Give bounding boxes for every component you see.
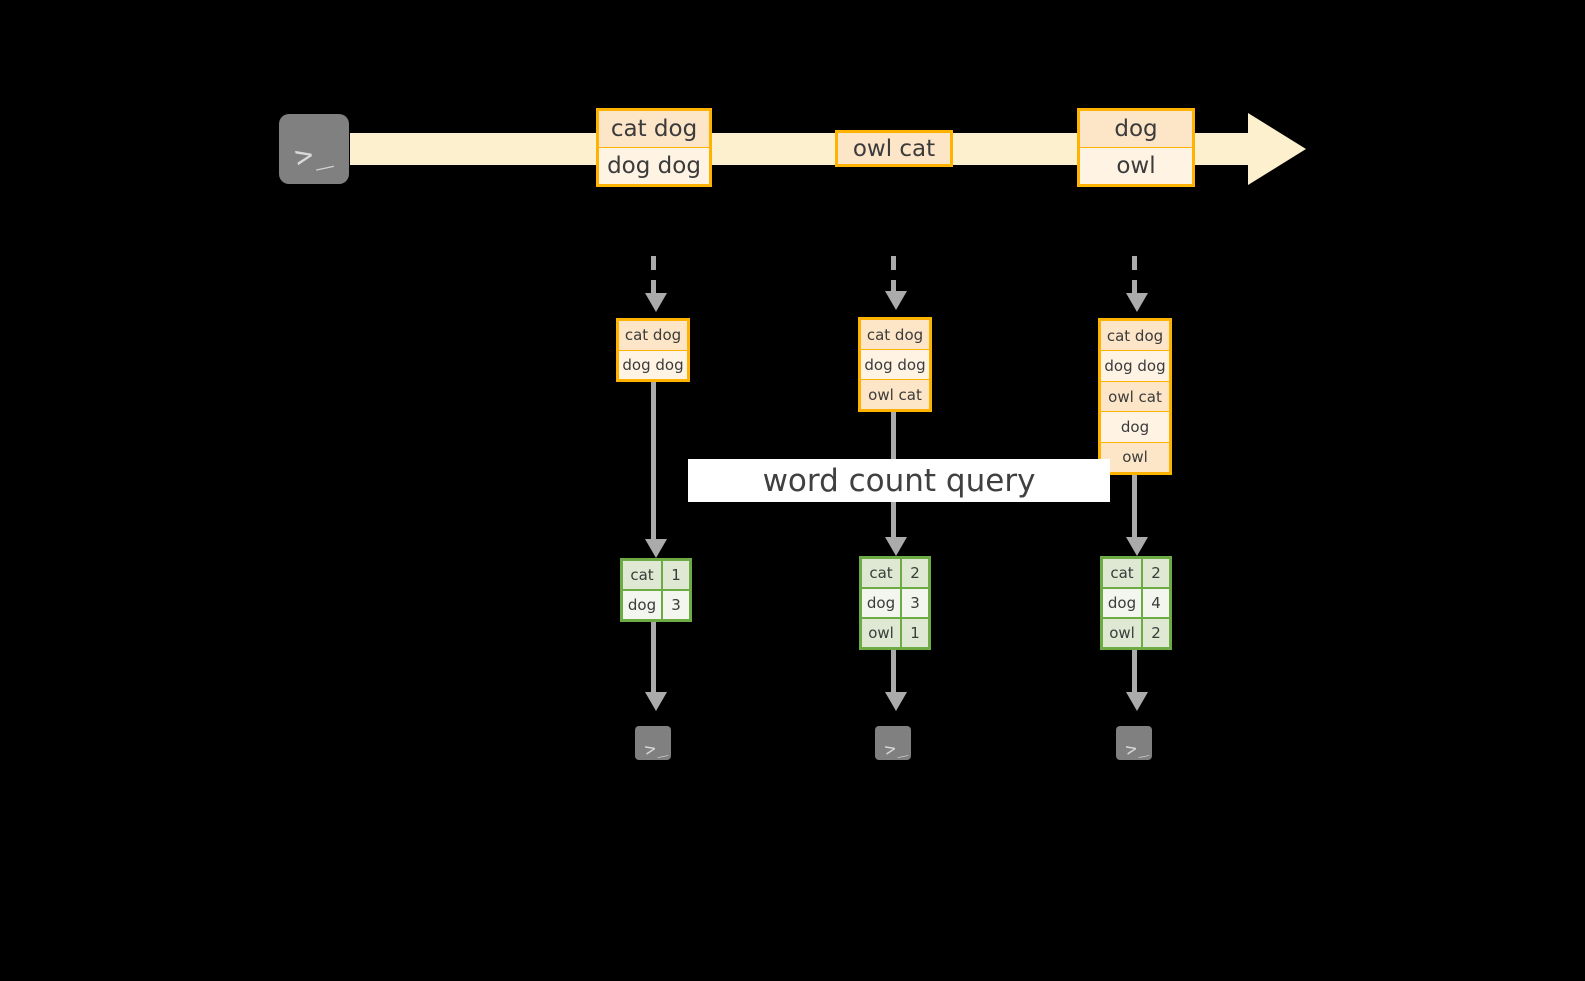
snapshot-1-query-arrowhead [645, 539, 667, 558]
result-word: owl [862, 619, 902, 647]
terminal-prompt-glyph: >_ [291, 133, 335, 176]
input-line: dog dog [619, 350, 687, 379]
snapshot-3-result-table: cat 2 dog 4 owl 2 [1100, 556, 1172, 650]
result-word: owl [1103, 619, 1143, 647]
snapshot-2-input-box: cat dog dog dog owl cat [858, 317, 932, 412]
stream-record-group-3: dog owl [1077, 108, 1195, 187]
snapshot-tap-arrowhead-3 [1126, 293, 1148, 312]
input-line: dog dog [861, 350, 929, 380]
snapshot-tap-line-1 [651, 256, 656, 294]
result-word: cat [1103, 559, 1143, 587]
snapshot-2-query-arrowhead [885, 537, 907, 556]
snapshot-1-sink-arrowhead [645, 692, 667, 711]
result-row: cat 1 [623, 561, 689, 591]
result-row: cat 2 [862, 559, 928, 589]
snapshot-1-sink-terminal-icon[interactable]: >_ [627, 718, 679, 768]
query-label-band: word count query [688, 459, 1110, 502]
result-count: 2 [902, 559, 928, 587]
snapshot-1-query-line [651, 382, 656, 546]
input-line: cat dog [1101, 321, 1169, 352]
record-line: owl cat [838, 133, 950, 164]
input-line: owl cat [861, 380, 929, 409]
snapshot-3-sink-arrowhead [1126, 692, 1148, 711]
result-count: 2 [1143, 619, 1169, 647]
stream-record-group-2: owl cat [835, 130, 953, 167]
snapshot-2-result-table: cat 2 dog 3 owl 1 [859, 556, 931, 650]
snapshot-3-sink-line [1132, 650, 1137, 696]
snapshot-2-sink-line [891, 650, 896, 696]
result-row: dog 3 [623, 591, 689, 619]
result-count: 4 [1143, 589, 1169, 617]
result-count: 1 [663, 561, 689, 589]
input-line: cat dog [619, 321, 687, 351]
source-terminal-icon[interactable]: >_ [271, 106, 357, 192]
result-row: dog 4 [1103, 589, 1169, 619]
snapshot-3-input-box: cat dog dog dog owl cat dog owl [1098, 318, 1172, 475]
snapshot-1-result-table: cat 1 dog 3 [620, 558, 692, 622]
result-word: dog [623, 591, 663, 619]
snapshot-tap-arrowhead-2 [885, 291, 907, 310]
result-row: owl 2 [1103, 619, 1169, 647]
snapshot-3-query-arrowhead [1126, 537, 1148, 556]
input-line: owl [1101, 442, 1169, 473]
result-count: 3 [663, 591, 689, 619]
snapshot-3-sink-terminal-icon[interactable]: >_ [1108, 718, 1160, 768]
result-word: cat [623, 561, 663, 589]
record-line: cat dog [599, 111, 709, 148]
snapshot-3-query-line [1132, 475, 1137, 544]
query-label-text: word count query [762, 462, 1036, 499]
result-count: 3 [902, 589, 928, 617]
input-line: cat dog [861, 320, 929, 350]
stream-arrowhead [1248, 113, 1306, 185]
result-word: cat [862, 559, 902, 587]
snapshot-1-input-box: cat dog dog dog [616, 318, 690, 382]
record-line: dog dog [599, 148, 709, 184]
snapshot-1-sink-line [651, 622, 656, 694]
result-row: owl 1 [862, 619, 928, 647]
snapshot-tap-line-2 [891, 256, 896, 292]
input-line: owl cat [1101, 381, 1169, 413]
snapshot-2-sink-arrowhead [885, 692, 907, 711]
result-count: 1 [902, 619, 928, 647]
result-word: dog [862, 589, 902, 617]
terminal-prompt-glyph: >_ [1123, 735, 1150, 762]
terminal-prompt-glyph: >_ [642, 735, 669, 762]
result-word: dog [1103, 589, 1143, 617]
snapshot-2-sink-terminal-icon[interactable]: >_ [867, 718, 919, 768]
stream-record-group-1: cat dog dog dog [596, 108, 712, 187]
input-line: dog [1101, 412, 1169, 443]
snapshot-tap-arrowhead-1 [645, 293, 667, 312]
result-row: cat 2 [1103, 559, 1169, 589]
result-count: 2 [1143, 559, 1169, 587]
input-line: dog dog [1101, 351, 1169, 382]
terminal-prompt-glyph: >_ [882, 735, 909, 762]
record-line: dog [1080, 111, 1192, 148]
result-row: dog 3 [862, 589, 928, 619]
snapshot-tap-line-3 [1132, 256, 1137, 294]
record-line: owl [1080, 148, 1192, 184]
